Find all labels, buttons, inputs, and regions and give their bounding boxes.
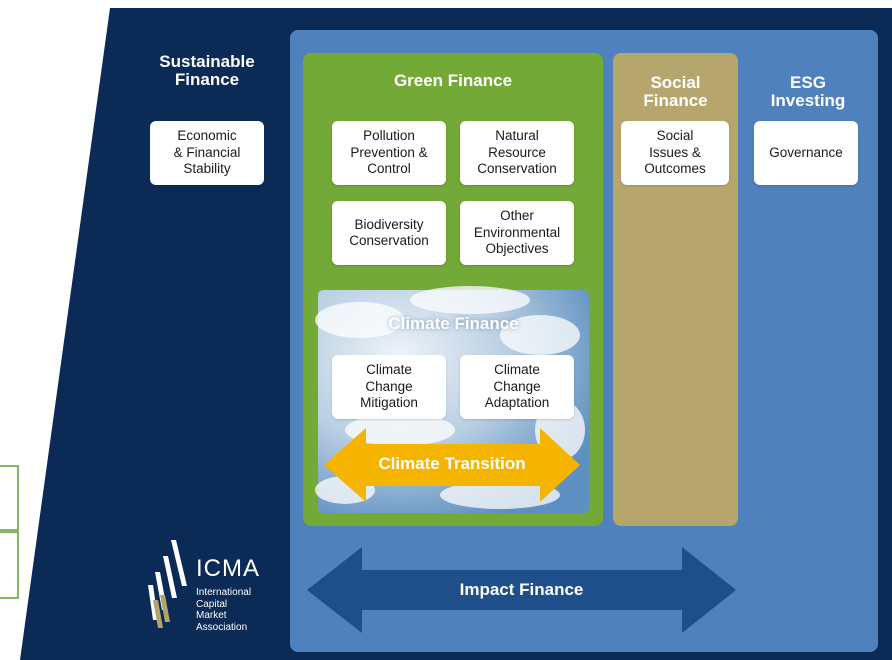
left-edge-box-top bbox=[0, 465, 19, 531]
impact-finance-arrow bbox=[307, 547, 736, 633]
climate-transition-arrow bbox=[324, 428, 580, 502]
green-finance-title: Green Finance bbox=[393, 71, 513, 90]
natural-resource-box: Natural Resource Conservation bbox=[460, 121, 574, 185]
climate-mitigation-box: Climate Change Mitigation bbox=[332, 355, 446, 419]
social-issues-box: Social Issues & Outcomes bbox=[621, 121, 729, 185]
icma-logo-subtitle: International Capital Market Association bbox=[196, 587, 251, 633]
impact-finance-label: Impact Finance bbox=[459, 580, 584, 599]
left-edge-box-bottom bbox=[0, 531, 19, 599]
sustainable-finance-title: Sustainable Finance bbox=[159, 52, 255, 89]
biodiversity-box: Biodiversity Conservation bbox=[332, 201, 446, 265]
logo-subtitle-line: Capital bbox=[196, 598, 228, 610]
esg-investing-title: ESG Investing bbox=[770, 73, 846, 110]
other-environmental-box: Other Environmental Objectives bbox=[460, 201, 574, 265]
economic-financial-stability-box: Economic & Financial Stability bbox=[150, 121, 264, 185]
icma-logo-mark bbox=[148, 540, 187, 628]
climate-adaptation-box: Climate Change Adaptation bbox=[460, 355, 574, 419]
climate-transition-label: Climate Transition bbox=[378, 454, 526, 473]
social-finance-title: Social Finance bbox=[643, 73, 708, 110]
icma-logo-name: ICMA bbox=[196, 555, 260, 582]
governance-box: Governance bbox=[754, 121, 858, 185]
logo-subtitle-line: Market bbox=[196, 610, 227, 621]
logo-subtitle-line: International bbox=[196, 587, 252, 598]
climate-finance-title: Climate Finance bbox=[388, 314, 519, 333]
pollution-prevention-box: Pollution Prevention & Control bbox=[332, 121, 446, 185]
logo-subtitle-line: Association bbox=[196, 621, 248, 633]
